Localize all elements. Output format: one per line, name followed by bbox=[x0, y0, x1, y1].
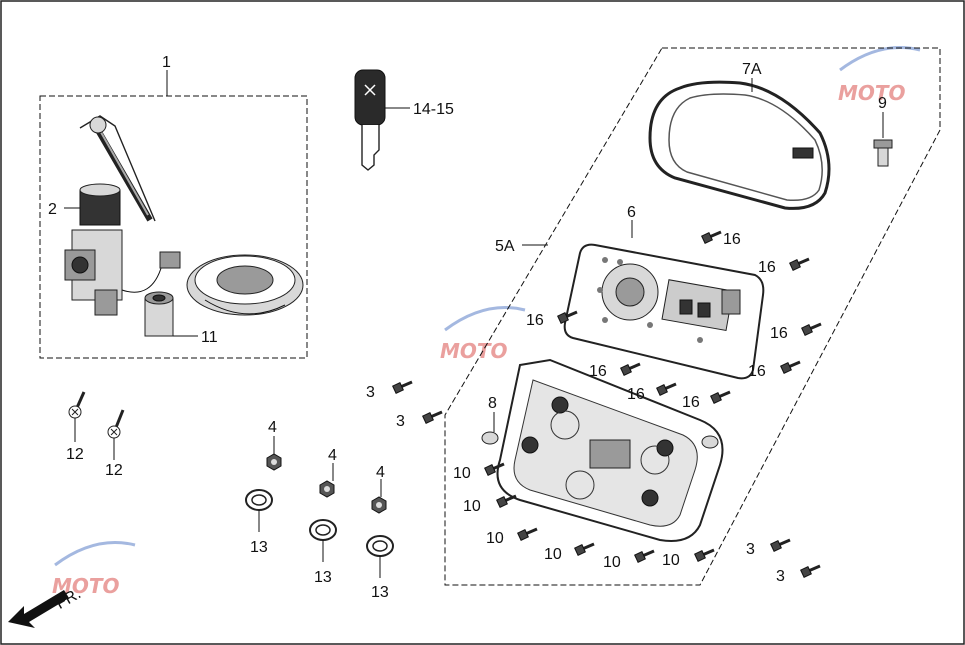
front-direction-arrow bbox=[8, 590, 69, 628]
label-16: 16 bbox=[526, 312, 544, 329]
label-3: 3 bbox=[366, 384, 375, 401]
label-16: 16 bbox=[748, 363, 766, 380]
watermark-text: MOTO bbox=[440, 339, 508, 363]
nut-4-group bbox=[266, 453, 387, 514]
ignition-set-box bbox=[39, 95, 308, 359]
label-6: 6 bbox=[627, 204, 636, 221]
meter-panel-illustration bbox=[563, 243, 765, 380]
label-16: 16 bbox=[682, 394, 700, 411]
screw-12-group bbox=[68, 391, 125, 439]
label-16: 16 bbox=[589, 363, 607, 380]
label-5a: 5A bbox=[495, 238, 515, 255]
label-4: 4 bbox=[376, 464, 385, 481]
washer-13-group bbox=[245, 489, 394, 557]
watermark-logo-top-right: MOTO bbox=[838, 46, 921, 105]
label-8: 8 bbox=[488, 395, 497, 412]
watermark-logo-middle: MOTO bbox=[440, 306, 526, 363]
label-10: 10 bbox=[603, 554, 621, 571]
label-13: 13 bbox=[250, 539, 268, 556]
label-16: 16 bbox=[627, 386, 645, 403]
label-9: 9 bbox=[878, 95, 887, 112]
meter-lens-illustration bbox=[648, 80, 831, 210]
label-4: 4 bbox=[268, 419, 277, 436]
label-12: 12 bbox=[105, 462, 123, 479]
label-2: 2 bbox=[48, 201, 57, 218]
ignition-switch-illustration bbox=[64, 115, 304, 316]
watermark-text: MOTO bbox=[838, 81, 906, 105]
label-13: 13 bbox=[371, 584, 389, 601]
label-14-15: 14-15 bbox=[413, 101, 454, 118]
label-10: 10 bbox=[662, 552, 680, 569]
meter-housing-illustration bbox=[481, 358, 724, 542]
label-16: 16 bbox=[723, 231, 741, 248]
label-3: 3 bbox=[746, 541, 755, 558]
label-1: 1 bbox=[162, 54, 171, 71]
seat-lock-illustration bbox=[144, 291, 174, 337]
label-16: 16 bbox=[770, 325, 788, 342]
label-3: 3 bbox=[396, 413, 405, 430]
label-11: 11 bbox=[201, 329, 218, 346]
clip-illustration bbox=[873, 139, 893, 167]
label-10: 10 bbox=[486, 530, 504, 547]
label-10: 10 bbox=[463, 498, 481, 515]
label-10: 10 bbox=[453, 465, 471, 482]
label-13: 13 bbox=[314, 569, 332, 586]
label-16: 16 bbox=[758, 259, 776, 276]
label-7a: 7A bbox=[742, 61, 762, 78]
label-10: 10 bbox=[544, 546, 562, 563]
label-3: 3 bbox=[776, 568, 785, 585]
watermark-logo-bottom-left: MOTO bbox=[52, 541, 136, 598]
key-illustration bbox=[354, 69, 386, 171]
meter-assembly-box bbox=[444, 47, 941, 586]
label-12: 12 bbox=[66, 446, 84, 463]
label-4: 4 bbox=[328, 447, 337, 464]
